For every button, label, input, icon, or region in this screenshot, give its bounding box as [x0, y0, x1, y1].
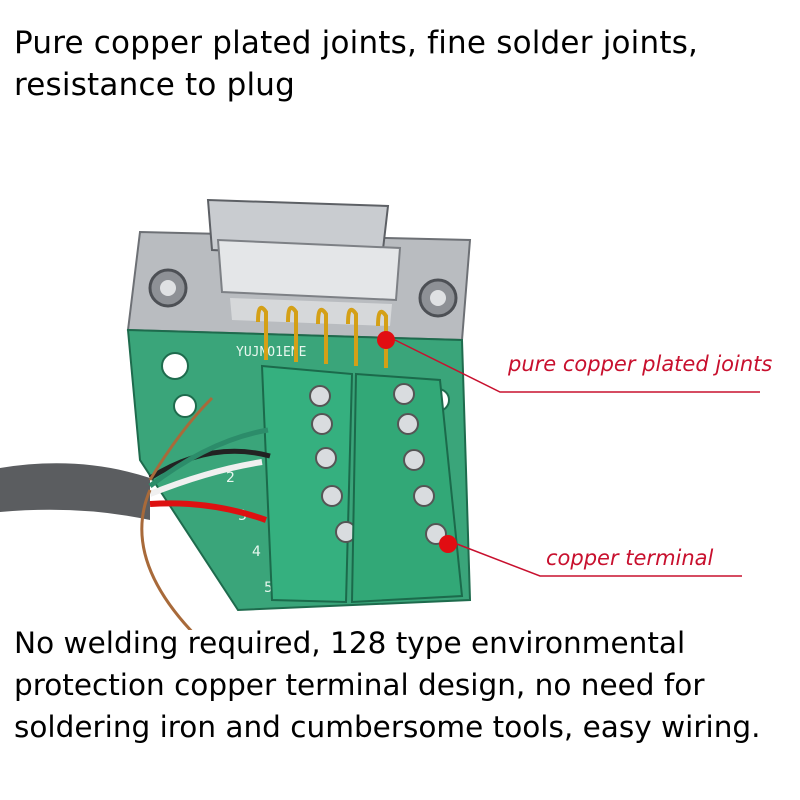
- pin-label-4: 4: [252, 544, 261, 560]
- pin-label-5: 5: [264, 580, 273, 596]
- headline: Pure copper plated joints, fine solder j…: [14, 25, 699, 103]
- description-text: No welding required, 128 type environmen…: [14, 626, 761, 744]
- terminal-block-left: [260, 364, 357, 604]
- gold-pins: [256, 305, 388, 368]
- callout-pure-copper-joints: pure copper plated joints: [508, 352, 773, 376]
- callout-terminal-marker: [439, 535, 742, 577]
- callout-copper-terminal: copper terminal: [546, 546, 714, 570]
- pcb-brand-mark: YUJNO1ENE: [236, 345, 306, 360]
- product-photo: YUJNO1ENE 2 3 4 5: [0, 198, 760, 630]
- pin-label-2: 2: [226, 470, 235, 486]
- cable: [0, 396, 271, 630]
- pin-label-3: 3: [238, 508, 247, 524]
- callout-joints-marker: [377, 331, 760, 393]
- db9-shell: [206, 198, 402, 326]
